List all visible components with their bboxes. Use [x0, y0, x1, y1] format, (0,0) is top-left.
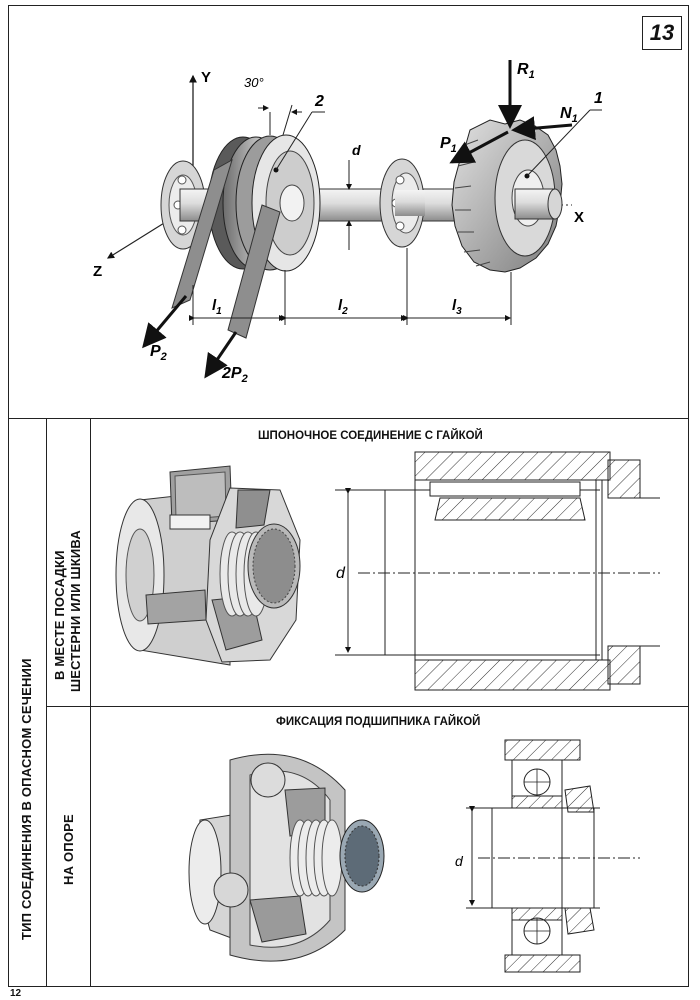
middle-bearing: [379, 158, 425, 248]
divider-label-col-1: [46, 418, 47, 987]
belt-left: [171, 158, 233, 309]
length-l1-label: l1: [212, 297, 222, 317]
length-l3-label: l3: [452, 297, 462, 317]
row2-vertical-label: НА ОПОРЕ: [61, 814, 76, 885]
divider-top-section: [8, 418, 689, 419]
main-vertical-label: ТИП СОЕДИНЕНИЯ В ОПАСНОМ СЕЧЕНИИ: [19, 658, 34, 940]
divider-row: [46, 706, 689, 707]
force-N1-arrow: [511, 116, 573, 141]
shaft-load-diagram: Y X Z: [93, 60, 603, 385]
row2-diameter-label: d: [455, 853, 464, 869]
force-R1-label: R1: [517, 61, 535, 81]
row1-vertical-label-line2: ШЕСТЕРНИ ИЛИ ШКИВА: [68, 530, 83, 692]
bevel-gear-1: [451, 119, 563, 273]
keyed-joint-section-drawing: d: [335, 451, 660, 691]
sheet-number: 13: [642, 16, 682, 50]
force-P2-label: P2: [150, 343, 167, 363]
force-2P2-arrow: [204, 331, 238, 379]
row1-caption: ШПОНОЧНОЕ СОЕДИНЕНИЕ С ГАЙКОЙ: [258, 430, 483, 442]
page-frame: [8, 5, 689, 987]
row2-caption: ФИКСАЦИЯ ПОДШИПНИКА ГАЙКОЙ: [276, 716, 481, 728]
belt-right: [227, 204, 281, 339]
force-P1-label: P1: [440, 135, 457, 155]
row1-vertical-label-line1: В МЕСТЕ ПОСАДКИ: [52, 550, 67, 680]
force-P2-arrow: [142, 295, 188, 349]
page-number: 12: [10, 988, 22, 999]
axis-x-label: X: [574, 209, 584, 226]
axis-z-label: Z: [93, 263, 102, 280]
row1-diameter-label: d: [336, 565, 346, 582]
diameter-label: d: [352, 142, 361, 158]
force-P1-arrow: [449, 130, 509, 164]
force-N1-label: N1: [560, 105, 578, 125]
length-l2-label: l2: [338, 297, 348, 317]
part-1-label: 1: [594, 90, 603, 107]
part-2-label: 2: [314, 93, 324, 110]
keyed-joint-3d-illustration: [115, 465, 301, 666]
bearing-nut-section-drawing: d: [455, 739, 640, 973]
force-2P2-label: 2P2: [221, 365, 248, 385]
angle-label: 30°: [244, 75, 264, 90]
bearing-nut-3d-illustration: [188, 753, 385, 962]
axis-y-label: Y: [201, 69, 211, 86]
divider-label-col-2: [90, 418, 91, 987]
